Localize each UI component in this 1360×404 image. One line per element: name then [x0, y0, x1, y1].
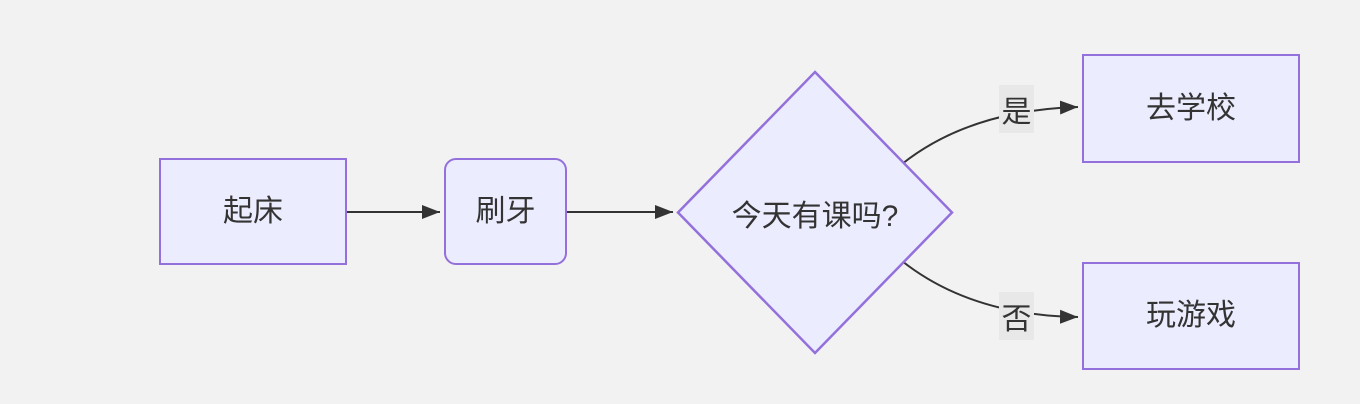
- node-play-games-label: 玩游戏: [1146, 299, 1236, 332]
- edge-decision-no: [901, 260, 1079, 324]
- node-brush-teeth-label: 刷牙: [475, 194, 536, 228]
- node-brush-teeth[interactable]: 刷牙: [444, 158, 567, 265]
- node-go-school[interactable]: 去学校: [1082, 54, 1300, 163]
- edge-label-no: 否: [999, 292, 1034, 340]
- node-play-games[interactable]: 玩游戏: [1082, 262, 1300, 370]
- node-go-school-label: 去学校: [1146, 91, 1236, 125]
- edge-label-yes: 是: [999, 85, 1034, 133]
- node-wake-up-label: 起床: [223, 194, 283, 228]
- node-decision[interactable]: [676, 70, 954, 355]
- node-decision-label: 今天有课吗?: [731, 199, 899, 233]
- edge-decision-yes: [901, 100, 1079, 165]
- node-wake-up[interactable]: 起床: [159, 158, 347, 265]
